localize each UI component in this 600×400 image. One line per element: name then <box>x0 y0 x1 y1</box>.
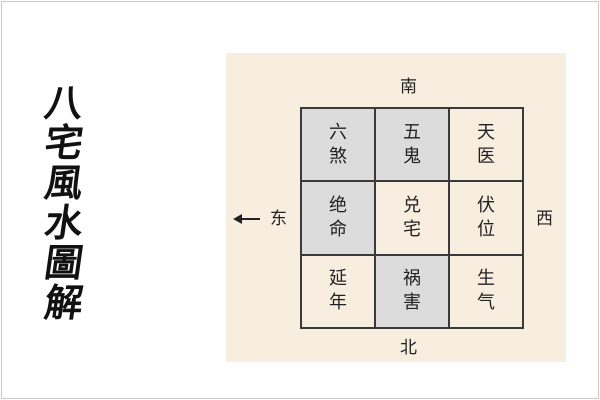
direction-north-label: 北 <box>400 338 417 358</box>
cell-char-bottom: 气 <box>477 292 495 314</box>
left-arrow-icon <box>233 214 260 224</box>
calligraphy-char: 圖 <box>41 240 87 285</box>
cell-char-bottom: 医 <box>477 145 495 167</box>
cell-char-top: 五 <box>403 121 421 143</box>
cell-char-top: 绝 <box>329 194 347 216</box>
calligraphy-title: 八 宅 風 水 圖 解 <box>40 80 88 325</box>
cell-char-bottom: 宅 <box>403 218 421 240</box>
cell-char-bottom: 煞 <box>329 145 347 167</box>
grid-cell: 六 煞 <box>302 109 374 181</box>
cell-char-top: 伏 <box>477 194 495 216</box>
grid-cell: 伏 位 <box>450 182 522 254</box>
cell-char-bottom: 害 <box>403 292 421 314</box>
calligraphy-char: 八 <box>41 80 87 125</box>
calligraphy-char: 風 <box>41 160 87 205</box>
cell-char-bottom: 鬼 <box>403 145 421 167</box>
cell-char-top: 天 <box>477 121 495 143</box>
direction-east-label: 东 <box>270 209 287 229</box>
grid-cell: 五 鬼 <box>376 109 448 181</box>
cell-char-bottom: 年 <box>329 292 347 314</box>
grid-cell: 天 医 <box>450 109 522 181</box>
bazhai-grid: 六 煞 五 鬼 天 医 绝 命 兑 宅 伏 位 延 年 祸 害 生 气 <box>300 107 524 329</box>
cell-char-top: 兑 <box>403 194 421 216</box>
grid-cell: 延 年 <box>302 255 374 327</box>
cell-char-top: 六 <box>329 121 347 143</box>
calligraphy-char: 解 <box>41 280 87 325</box>
direction-west-label: 西 <box>536 209 553 229</box>
grid-cell: 生 气 <box>450 255 522 327</box>
cell-char-bottom: 命 <box>329 218 347 240</box>
direction-south-label: 南 <box>400 77 417 97</box>
calligraphy-char: 水 <box>41 200 87 245</box>
cell-char-top: 延 <box>329 268 347 290</box>
cell-char-top: 祸 <box>403 268 421 290</box>
calligraphy-char: 宅 <box>41 120 87 165</box>
cell-char-bottom: 位 <box>477 218 495 240</box>
grid-cell: 祸 害 <box>376 255 448 327</box>
grid-cell: 绝 命 <box>302 182 374 254</box>
cell-char-top: 生 <box>477 268 495 290</box>
grid-cell: 兑 宅 <box>376 182 448 254</box>
